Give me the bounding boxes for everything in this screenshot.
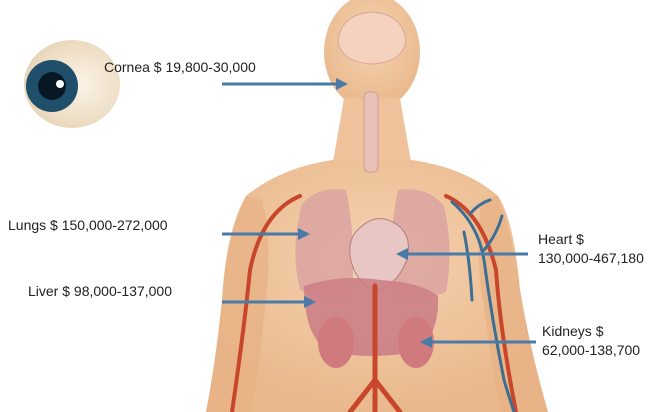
heart-price-label: Heart $ 130,000-467,180: [538, 230, 644, 268]
brain: [338, 12, 406, 64]
kidneys-label-line1: Kidneys $: [542, 322, 640, 341]
arrow-cornea: [222, 78, 348, 90]
liver-price-label: Liver $ 98,000-137,000: [28, 282, 172, 301]
heart-label-line2: 130,000-467,180: [538, 249, 644, 268]
trachea: [364, 92, 378, 172]
lungs-price-label: Lungs $ 150,000-272,000: [8, 216, 168, 235]
kidneys-price-label: Kidneys $ 62,000-138,700: [542, 322, 640, 360]
eyeball-illustration: [24, 40, 120, 128]
heart-label-line1: Heart $: [538, 230, 644, 249]
kidneys-label-line2: 62,000-138,700: [542, 341, 640, 360]
cornea-price-label: Cornea $ 19,800-30,000: [104, 58, 256, 77]
